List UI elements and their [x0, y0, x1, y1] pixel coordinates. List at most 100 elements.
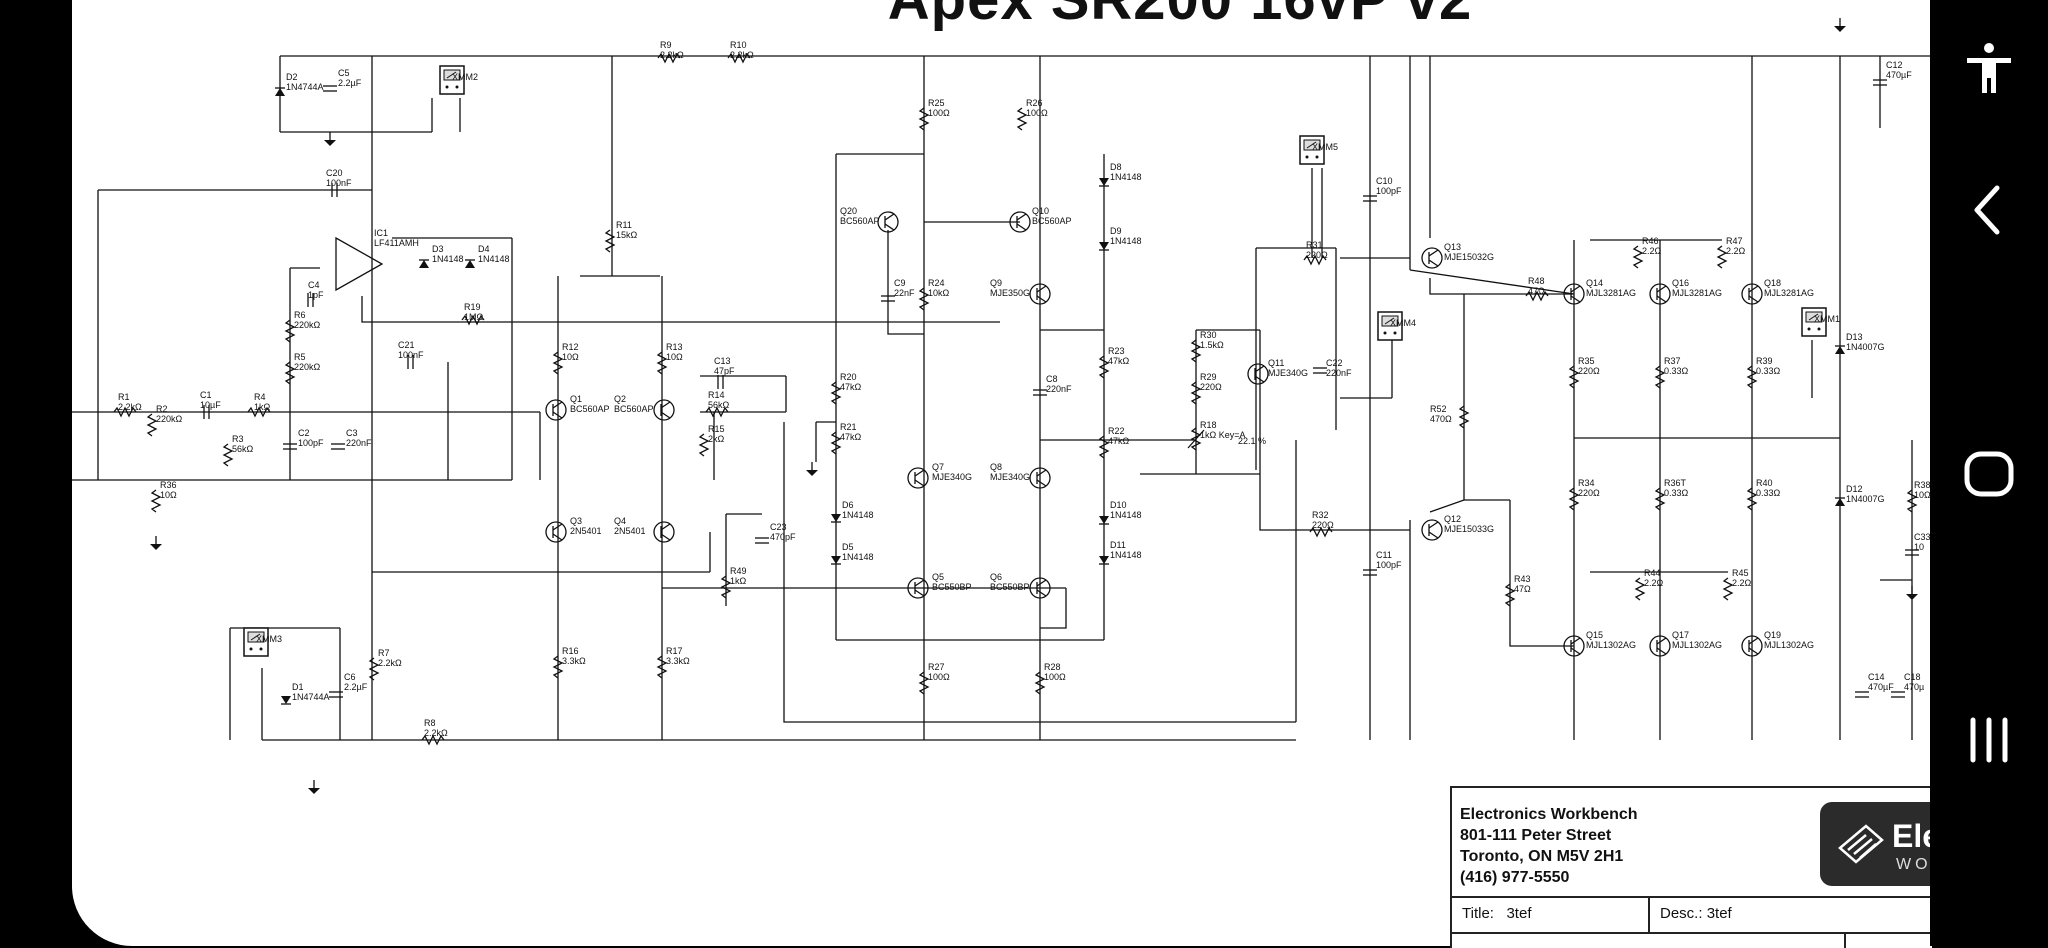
component-c13[interactable]	[717, 375, 724, 389]
component-q3[interactable]	[545, 521, 567, 543]
component-d4[interactable]	[465, 259, 475, 268]
component-q14[interactable]	[1563, 283, 1585, 305]
component-r5[interactable]	[284, 361, 296, 385]
component-d12[interactable]	[1835, 497, 1845, 506]
component-q17[interactable]	[1649, 635, 1671, 657]
accessibility-icon[interactable]	[1959, 38, 2019, 98]
component-d11[interactable]	[1099, 556, 1109, 565]
component-d10[interactable]	[1099, 516, 1109, 525]
component-r36[interactable]	[150, 489, 162, 513]
component-r44[interactable]	[1634, 577, 1646, 601]
component-r47[interactable]	[1716, 245, 1728, 269]
component-c4[interactable]	[307, 293, 314, 307]
component-r26[interactable]	[1016, 107, 1028, 131]
component-r19[interactable]	[461, 314, 485, 326]
component-xmm1[interactable]	[1801, 307, 1827, 337]
component-q10[interactable]	[1009, 211, 1031, 233]
component-r9[interactable]	[657, 52, 681, 64]
component-c14[interactable]	[1855, 691, 1869, 698]
component-r27[interactable]	[918, 671, 930, 695]
component-r40[interactable]	[1746, 487, 1758, 511]
component-q13[interactable]	[1421, 247, 1443, 269]
home-icon[interactable]	[1959, 444, 2019, 504]
component-r36t[interactable]	[1654, 487, 1666, 511]
component-c1[interactable]	[203, 405, 210, 419]
component-c11[interactable]	[1363, 569, 1377, 576]
component-q2[interactable]	[653, 399, 675, 421]
component-d3[interactable]	[419, 259, 429, 268]
component-q1[interactable]	[545, 399, 567, 421]
component-r43[interactable]	[1504, 583, 1516, 607]
component-r35[interactable]	[1568, 365, 1580, 389]
component-r1[interactable]	[113, 406, 137, 418]
component-c6[interactable]	[329, 691, 343, 698]
component-r22[interactable]	[1098, 435, 1110, 459]
component-r39[interactable]	[1746, 365, 1758, 389]
component-r4[interactable]	[247, 406, 271, 418]
recents-icon[interactable]	[1959, 710, 2019, 770]
component-xmm5[interactable]	[1299, 135, 1325, 165]
component-q9[interactable]	[1029, 283, 1051, 305]
component-q7[interactable]	[907, 467, 929, 489]
component-r32[interactable]	[1309, 526, 1333, 538]
component-c10[interactable]	[1363, 195, 1377, 202]
back-icon[interactable]	[1959, 180, 2019, 240]
component-r7[interactable]	[368, 657, 380, 681]
component-c18[interactable]	[1891, 691, 1905, 698]
component-d13[interactable]	[1835, 345, 1845, 354]
component-d9[interactable]	[1099, 242, 1109, 251]
component-d6[interactable]	[831, 514, 841, 523]
component-r11[interactable]	[604, 229, 616, 253]
component-r13[interactable]	[656, 351, 668, 375]
component-r15[interactable]	[698, 433, 710, 457]
component-q6[interactable]	[1029, 577, 1051, 599]
component-q16[interactable]	[1649, 283, 1671, 305]
component-r46[interactable]	[1632, 245, 1644, 269]
component-c20[interactable]	[331, 183, 338, 197]
component-d2[interactable]	[275, 87, 285, 96]
component-xmm4[interactable]	[1377, 311, 1403, 341]
component-r14[interactable]	[705, 406, 729, 418]
component-r8[interactable]	[421, 734, 445, 746]
component-r17[interactable]	[656, 655, 668, 679]
component-r29[interactable]	[1190, 381, 1202, 405]
component-c22[interactable]	[1313, 367, 1327, 374]
component-q11[interactable]	[1247, 363, 1269, 385]
component-r20[interactable]	[830, 381, 842, 405]
component-q15[interactable]	[1563, 635, 1585, 657]
component-c23[interactable]	[755, 537, 769, 544]
component-r24[interactable]	[918, 287, 930, 311]
component-xmm2[interactable]	[439, 65, 465, 95]
component-xmm3[interactable]	[243, 627, 269, 657]
component-q19[interactable]	[1741, 635, 1763, 657]
component-r3[interactable]	[222, 443, 234, 467]
component-r16[interactable]	[552, 655, 564, 679]
component-r38[interactable]	[1906, 489, 1918, 513]
component-q18[interactable]	[1741, 283, 1763, 305]
component-c21[interactable]	[407, 355, 414, 369]
component-r28[interactable]	[1034, 671, 1046, 695]
component-d8[interactable]	[1099, 178, 1109, 187]
component-q8[interactable]	[1029, 467, 1051, 489]
component-c12[interactable]	[1873, 79, 1887, 86]
component-q5[interactable]	[907, 577, 929, 599]
component-c9[interactable]	[881, 295, 895, 302]
component-r45[interactable]	[1722, 577, 1734, 601]
component-c5[interactable]	[323, 85, 337, 92]
component-r10[interactable]	[727, 52, 751, 64]
component-r21[interactable]	[830, 431, 842, 455]
component-r23[interactable]	[1098, 355, 1110, 379]
component-r6[interactable]	[284, 319, 296, 343]
component-q12[interactable]	[1421, 519, 1443, 541]
component-ic1[interactable]	[335, 236, 384, 292]
component-r25[interactable]	[918, 107, 930, 131]
component-r48[interactable]	[1525, 290, 1549, 302]
component-r52[interactable]	[1458, 405, 1470, 429]
component-r34[interactable]	[1568, 487, 1580, 511]
component-r18[interactable]	[1187, 427, 1205, 451]
component-r37[interactable]	[1654, 365, 1666, 389]
component-r31[interactable]	[1303, 254, 1327, 266]
component-c33[interactable]	[1905, 549, 1919, 556]
component-r2[interactable]	[146, 413, 158, 437]
